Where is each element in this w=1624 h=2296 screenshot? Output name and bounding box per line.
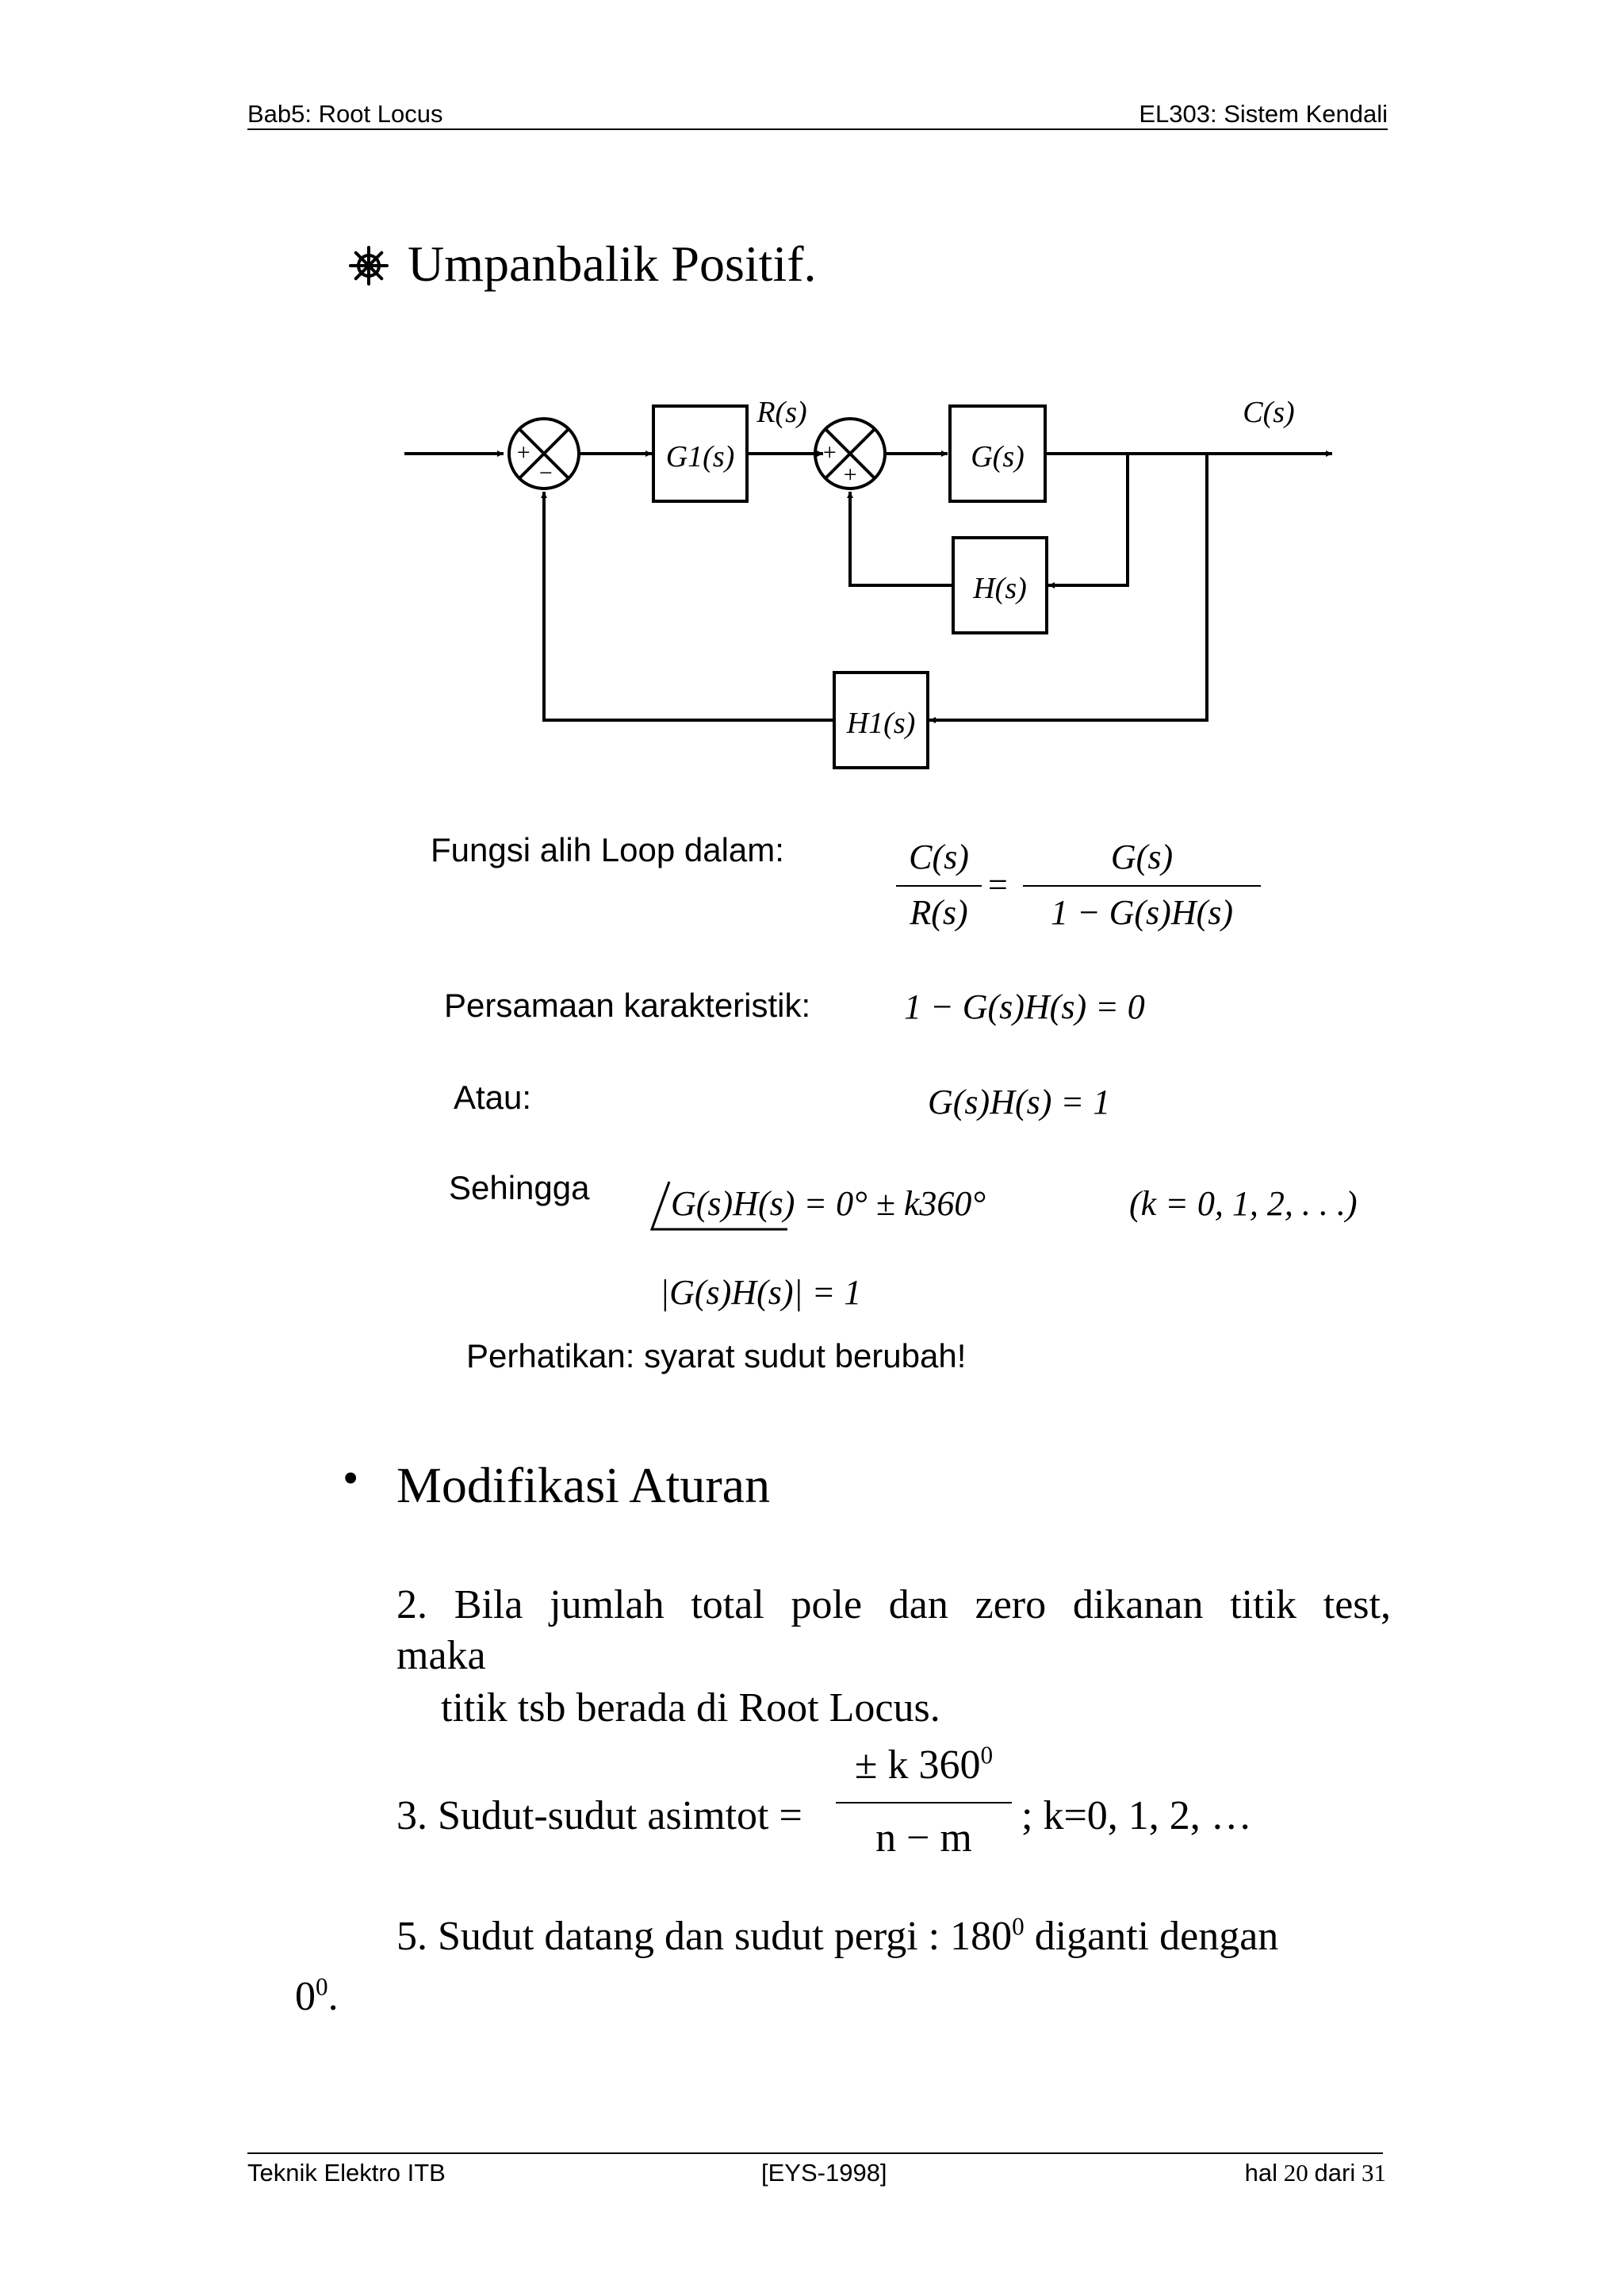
footer-page-number: 20 <box>1283 2159 1308 2187</box>
block-g-label: G(s) <box>971 440 1025 473</box>
magnitude-condition: |G(s)H(s)| = 1 <box>660 1273 862 1312</box>
angle-k-values: (k = 0, 1, 2, . . .) <box>1129 1184 1358 1223</box>
rule-3-numerator: ± k 3600 <box>836 1742 1012 1788</box>
section-title-positive-feedback: Umpanbalik Positif. <box>408 236 817 292</box>
rule-3-suffix: ; k=0, 1, 2, … <box>1021 1793 1252 1838</box>
signal-c-label: C(s) <box>1243 396 1294 429</box>
angle-condition: G(s)H(s) = 0° ± k360° <box>671 1184 986 1223</box>
footer-page-info: hal 20 dari 31 <box>1245 2159 1386 2187</box>
footer-left: Teknik Elektro ITB <box>247 2159 446 2187</box>
atau-label: Atau: <box>454 1079 532 1116</box>
block-h-label: H(s) <box>972 572 1027 605</box>
block-g1-label: G1(s) <box>666 440 735 473</box>
loop-lhs-numerator: C(s) <box>909 838 969 876</box>
loop-lhs-bar <box>896 885 982 887</box>
header-rule <box>247 128 1388 130</box>
bullet-icon: • <box>343 1452 359 1504</box>
rule-5-line-1: 5. Sudut datang dan sudut pergi : 1800 d… <box>396 1913 1278 1960</box>
rule-5-period: . <box>327 1974 339 2019</box>
rule-2-line-3: titik tsb berada di Root Locus. <box>441 1685 940 1731</box>
block-diagram: G1(s) G(s) H(s) H1(s) R(s) C(s) + − + + <box>404 396 1332 769</box>
footer-rule <box>247 2152 1383 2154</box>
rule-2-line-2: maka <box>396 1633 486 1678</box>
block-h1-label: H1(s) <box>846 707 916 740</box>
rule-5-degree: 0 <box>1012 1912 1025 1941</box>
footer-page-prefix: hal <box>1244 2159 1278 2187</box>
footer-page-of: dari <box>1314 2159 1356 2187</box>
rule-3-fraction-bar <box>836 1802 1012 1803</box>
rule-3-denominator: n − m <box>875 1815 972 1861</box>
rule-3-numerator-degree: 0 <box>980 1741 994 1769</box>
loop-equals: = <box>988 865 1008 904</box>
rule-3-numerator-text: ± k 360 <box>854 1742 981 1788</box>
footer-center: [EYS-1998] <box>761 2159 887 2187</box>
rule-2-line-1: 2. Bila jumlah total pole dan zero dikan… <box>396 1582 1391 1627</box>
sum1-plus-sign: + <box>515 439 531 466</box>
characteristic-equation-label: Persamaan karakteristik: <box>444 987 811 1024</box>
rule-5-zero: 0 <box>295 1974 316 2019</box>
loop-rhs-numerator: G(s) <box>1110 838 1174 876</box>
loop-transfer-label: Fungsi alih Loop dalam: <box>431 831 784 868</box>
header-right: EL303: Sistem Kendali <box>1139 100 1388 128</box>
loop-lhs-denominator: R(s) <box>910 893 968 932</box>
rule-3-prefix: 3. Sudut-sudut asimtot = <box>396 1793 802 1838</box>
characteristic-equation: 1 − G(s)H(s) = 0 <box>904 987 1145 1026</box>
sum2-plus-sign-top: + <box>822 439 837 466</box>
rule-5-zero-degree: 0 <box>316 1972 328 2001</box>
loop-rhs-bar <box>1023 885 1261 887</box>
sum2-plus-sign-bottom: + <box>842 462 858 488</box>
loop-rhs-denominator: 1 − G(s)H(s) <box>1050 893 1234 932</box>
rule-5-tail: diganti dengan <box>1024 1914 1279 1959</box>
ship-wheel-icon <box>349 246 389 286</box>
note-angle-change: Perhatikan: syarat sudut berubah! <box>466 1337 967 1374</box>
sehingga-label: Sehingga <box>449 1169 590 1206</box>
rule-5-line-2: 00. <box>295 1973 339 2020</box>
angle-symbol <box>649 1180 789 1232</box>
footer-page-total: 31 <box>1362 2159 1386 2187</box>
header-left: Bab5: Root Locus <box>247 100 443 128</box>
section-title-rule-modification: Modifikasi Aturan <box>396 1457 771 1513</box>
atau-equation: G(s)H(s) = 1 <box>928 1083 1111 1121</box>
signal-r-label: R(s) <box>756 396 806 429</box>
sum1-minus-sign: − <box>538 460 553 486</box>
rule-5-text: 5. Sudut datang dan sudut pergi : 180 <box>396 1914 1013 1959</box>
